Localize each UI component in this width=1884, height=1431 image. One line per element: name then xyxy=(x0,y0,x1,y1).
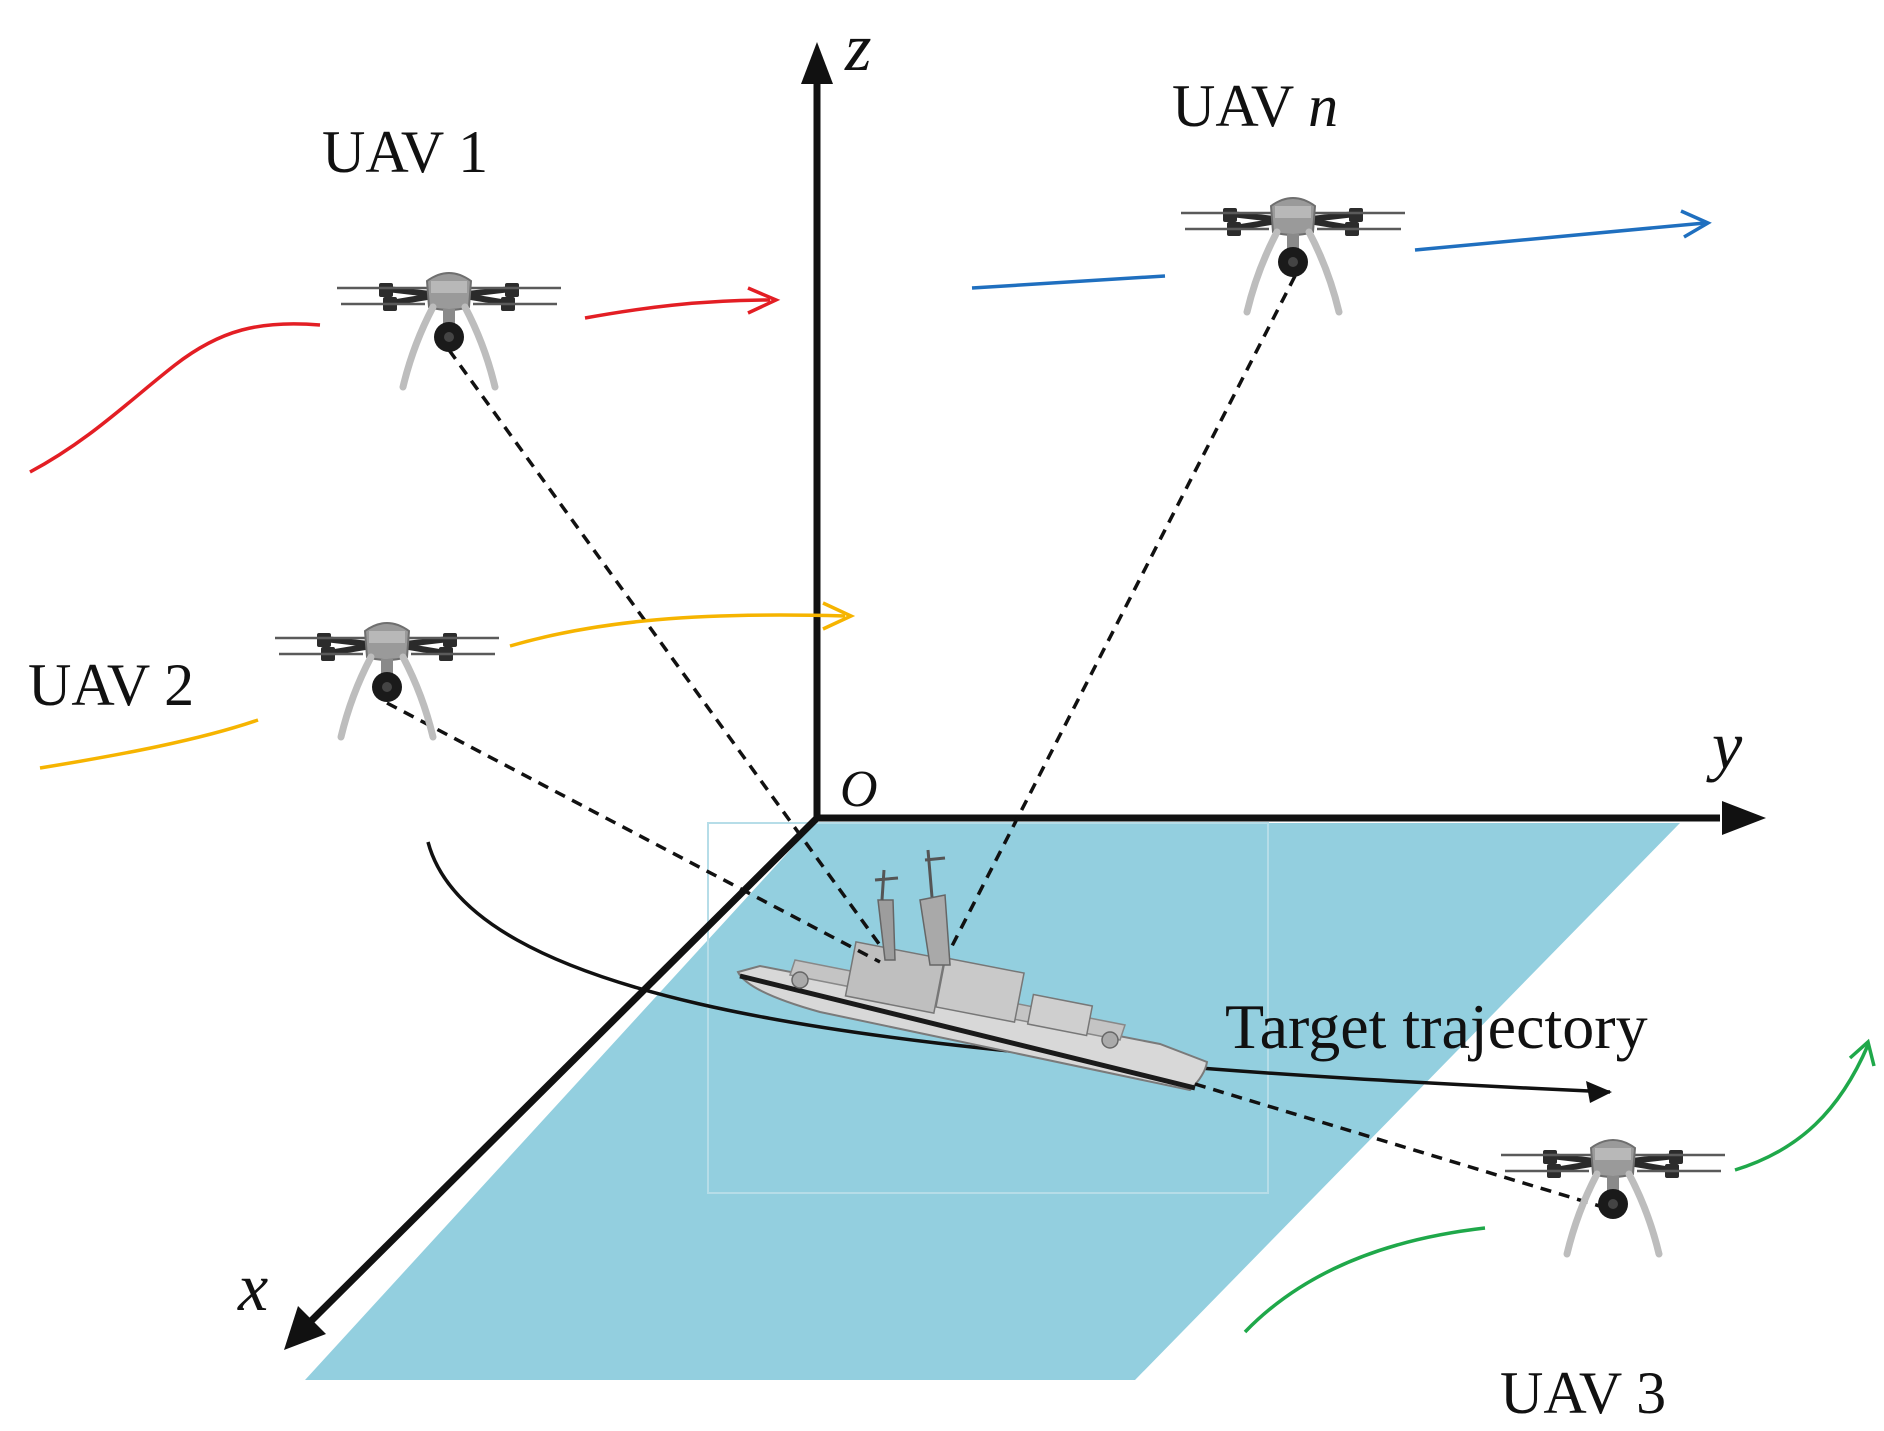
uavn-label-prefix: UAV xyxy=(1172,73,1294,139)
uav2-path-before xyxy=(39,718,259,770)
sight-lines xyxy=(386,275,1614,1212)
uav3: UAV 3 xyxy=(1243,1038,1876,1426)
uav2: UAV 2 xyxy=(28,601,856,770)
uav3-arrowhead xyxy=(1848,1038,1876,1067)
uav2-label: UAV 2 xyxy=(28,652,194,718)
target-trajectory-arrowhead xyxy=(1586,1081,1612,1103)
target-trajectory-label: Target trajectory xyxy=(1225,991,1648,1062)
sight-line-uav2 xyxy=(386,701,881,964)
uav3-label: UAV 3 xyxy=(1500,1360,1666,1426)
quadcopter-drone-icon xyxy=(275,623,499,737)
x-axis-arrowhead xyxy=(284,1306,326,1350)
ground-plane xyxy=(305,823,1680,1380)
uav1: UAV 1 xyxy=(29,119,781,474)
uav3-path-after xyxy=(1734,1044,1870,1172)
ship-image-frame xyxy=(707,822,1269,1194)
axis-x-label: x xyxy=(237,1249,268,1325)
uavn-label-index: n xyxy=(1308,73,1338,139)
uav1-path-before xyxy=(29,322,321,474)
uav2-path-after xyxy=(509,613,846,648)
axes xyxy=(284,42,1766,1350)
quadcopter-drone-icon xyxy=(1501,1140,1725,1254)
sight-line-uav1 xyxy=(447,348,884,950)
axis-z-label: z xyxy=(844,9,871,85)
uavn-label: UAV n xyxy=(1172,73,1338,139)
uav1-arrowhead xyxy=(747,286,781,315)
quadcopter-drone-icon xyxy=(337,273,561,387)
uavn-path-before xyxy=(971,274,1166,290)
uavn-path-after xyxy=(1414,221,1706,252)
axis-y-label: y xyxy=(1706,707,1743,783)
origin-label: O xyxy=(840,761,878,818)
uavn: UAV n xyxy=(971,73,1712,312)
uavn-arrowhead xyxy=(1680,209,1712,239)
x-axis xyxy=(303,815,820,1329)
quadcopter-drone-icon xyxy=(1181,198,1405,312)
warship-icon xyxy=(736,849,1209,1092)
sight-line-uavn xyxy=(950,275,1297,947)
uav1-path-after xyxy=(584,298,771,320)
z-axis-arrowhead xyxy=(801,42,833,84)
y-axis-arrowhead xyxy=(1722,801,1766,835)
sight-line-uav3 xyxy=(1194,1082,1614,1212)
uav3-path-before xyxy=(1243,1226,1486,1334)
uav1-label: UAV 1 xyxy=(322,119,488,185)
uav2-arrowhead xyxy=(822,601,856,631)
